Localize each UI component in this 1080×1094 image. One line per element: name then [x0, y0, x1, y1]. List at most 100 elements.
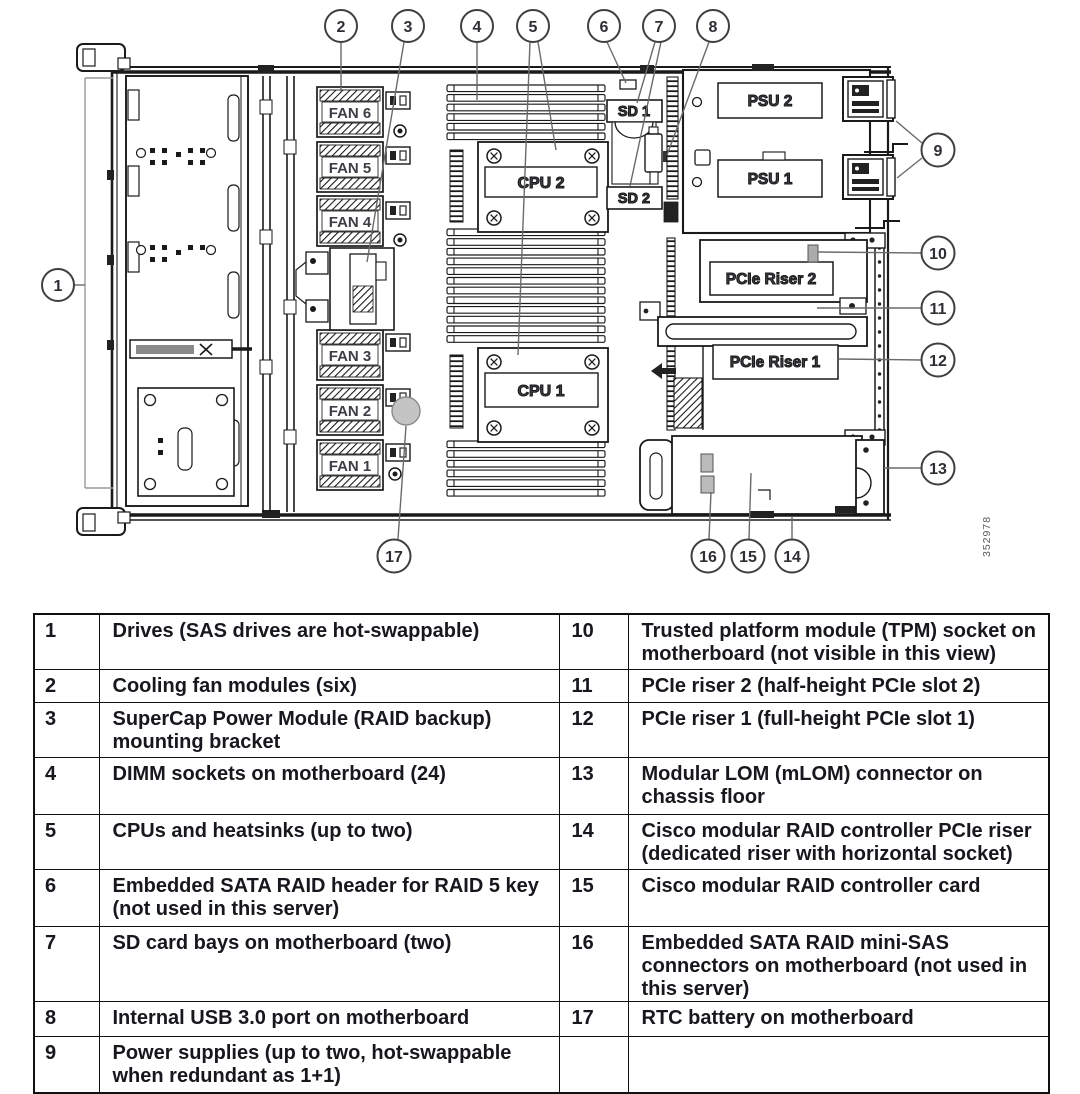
chassis-mid-rails — [259, 76, 297, 512]
item-number: 10 — [558, 613, 629, 670]
svg-text:15: 15 — [739, 549, 757, 566]
callout-6: 6 — [587, 9, 621, 43]
callout-5: 5 — [516, 9, 550, 43]
item-number: 3 — [33, 701, 100, 758]
item-description: Internal USB 3.0 port on motherboard — [98, 1000, 560, 1037]
item-number: 2 — [33, 668, 100, 703]
item-number: 14 — [558, 813, 629, 870]
table-row: 3 SuperCap Power Module (RAID backup) mo… — [33, 701, 1050, 758]
tpm-socket-marker — [807, 244, 819, 263]
table-row: 1 Drives (SAS drives are hot-swappable) … — [33, 613, 1050, 670]
callout-leader-lines — [73, 41, 923, 540]
fan-modules: FAN 6 FAN 5 FAN 4 FAN 3 FAN 2 FAN 1 — [316, 86, 384, 491]
pcie-riser1: PCIe Riser 1 — [639, 301, 868, 430]
svg-text:2: 2 — [337, 19, 346, 36]
item-description: Cooling fan modules (six) — [98, 668, 560, 703]
item-description: DIMM sockets on motherboard (24) — [98, 756, 560, 815]
item-description: CPUs and heatsinks (up to two) — [98, 813, 560, 870]
callout-8: 8 — [696, 9, 730, 43]
item-description: Cisco modular RAID controller card — [627, 868, 1050, 927]
item-description — [627, 1035, 1050, 1094]
drive-bay-bracket — [84, 77, 113, 489]
item-number — [558, 1035, 629, 1094]
server-top-view-diagram: FAN 6 FAN 5 FAN 4 FAN 3 FAN 2 FAN 1 — [41, 9, 993, 574]
callout-10: 10 — [920, 235, 956, 271]
table-row: 6 Embedded SATA RAID header for RAID 5 k… — [33, 868, 1050, 927]
psu2-label: PSU 2 — [748, 93, 793, 110]
callout-12: 12 — [920, 342, 956, 378]
cpu1-heatsink: CPU 1 — [477, 347, 609, 443]
svg-text:7: 7 — [655, 19, 664, 36]
pcie-riser2-label: PCIe Riser 2 — [726, 271, 816, 288]
table-row: 7 SD card bays on motherboard (two) 16 E… — [33, 925, 1050, 1002]
item-number: 11 — [558, 668, 629, 703]
sd1-label: SD 1 — [618, 104, 650, 120]
item-number: 12 — [558, 701, 629, 758]
table-row: 9 Power supplies (up to two, hot-swappab… — [33, 1035, 1050, 1094]
svg-text:1: 1 — [54, 278, 63, 295]
item-number: 6 — [33, 868, 100, 927]
fan-connectors — [385, 91, 411, 481]
svg-text:14: 14 — [783, 549, 801, 566]
mini-sas-connector-b — [700, 475, 715, 494]
supercap-bracket — [295, 247, 395, 331]
item-description: Modular LOM (mLOM) connector on chassis … — [627, 756, 1050, 815]
item-number: 16 — [558, 925, 629, 1002]
callout-13: 13 — [920, 450, 956, 486]
svg-text:9: 9 — [934, 143, 943, 160]
callout-7: 7 — [642, 9, 676, 43]
table-row: 8 Internal USB 3.0 port on motherboard 1… — [33, 1000, 1050, 1037]
svg-text:11: 11 — [930, 301, 947, 318]
svg-text:10: 10 — [929, 246, 947, 263]
svg-text:6: 6 — [600, 19, 609, 36]
fan5-label: FAN 5 — [329, 160, 372, 177]
cpu1-label: CPU 1 — [517, 383, 564, 400]
item-description: PCIe riser 1 (full-height PCIe slot 1) — [627, 701, 1050, 758]
legend-table: 1 Drives (SAS drives are hot-swappable) … — [33, 613, 1050, 1094]
legend-table-container: 1 Drives (SAS drives are hot-swappable) … — [33, 613, 1050, 1094]
svg-text:5: 5 — [529, 19, 538, 36]
cpu2-heatsink: CPU 2 — [477, 141, 609, 233]
pcie-riser1-label: PCIe Riser 1 — [730, 354, 821, 371]
item-number: 8 — [33, 1000, 100, 1037]
mlom-raid-area — [639, 435, 885, 518]
callout-16: 16 — [690, 538, 726, 574]
item-description: Power supplies (up to two, hot-swappable… — [98, 1035, 560, 1094]
item-number: 1 — [33, 613, 100, 670]
pcie-riser2: PCIe Riser 2 — [699, 239, 868, 315]
callout-2: 2 — [324, 9, 358, 43]
item-description: Cisco modular RAID controller PCIe riser… — [627, 813, 1050, 870]
item-description: Embedded SATA RAID header for RAID 5 key… — [98, 868, 560, 927]
callout-11: 11 — [920, 290, 956, 326]
rtc-battery — [391, 396, 421, 426]
psu-cage: PSU 2 PSU 1 — [681, 64, 872, 235]
psu1-label: PSU 1 — [748, 171, 793, 188]
fan1-label: FAN 1 — [329, 458, 372, 475]
svg-text:4: 4 — [473, 19, 482, 36]
item-description: SuperCap Power Module (RAID backup) moun… — [98, 701, 560, 758]
svg-text:12: 12 — [929, 353, 947, 370]
callout-markers: 1 2 3 4 5 6 7 8 9 10 11 12 13 14 15 16 1… — [41, 9, 956, 574]
drive-tray-latch — [129, 339, 252, 359]
item-description: Trusted platform module (TPM) socket on … — [627, 613, 1050, 670]
cpu2-label: CPU 2 — [517, 175, 564, 192]
item-number: 13 — [558, 756, 629, 815]
fan6-label: FAN 6 — [329, 105, 372, 122]
callout-4: 4 — [460, 9, 494, 43]
svg-text:17: 17 — [385, 549, 403, 566]
item-number: 9 — [33, 1035, 100, 1094]
rack-ear-bottom — [76, 507, 131, 536]
item-number: 4 — [33, 756, 100, 815]
sd2-label: SD 2 — [618, 191, 650, 207]
item-description: Drives (SAS drives are hot-swappable) — [98, 613, 560, 670]
figure-number: 352978 — [981, 516, 993, 557]
svg-text:13: 13 — [929, 461, 947, 478]
item-description: SD card bays on motherboard (two) — [98, 925, 560, 1002]
table-row: 2 Cooling fan modules (six) 11 PCIe rise… — [33, 668, 1050, 703]
cpu-springs — [449, 149, 464, 429]
fan4-label: FAN 4 — [329, 214, 372, 231]
callout-9: 9 — [920, 132, 956, 168]
table-row: 4 DIMM sockets on motherboard (24) 13 Mo… — [33, 756, 1050, 815]
item-description: RTC battery on motherboard — [627, 1000, 1050, 1037]
